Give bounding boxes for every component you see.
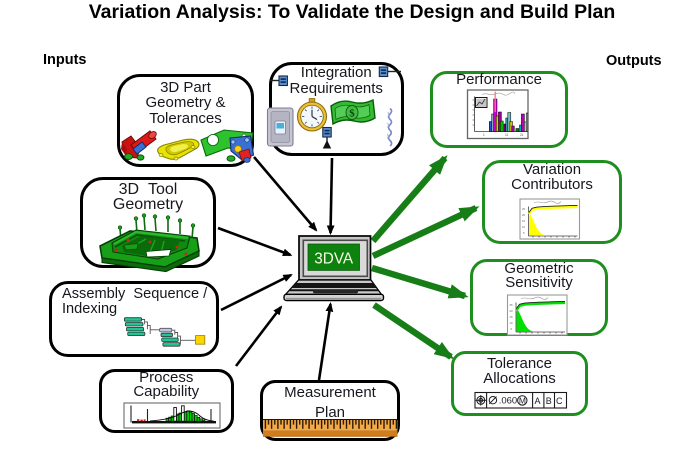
svg-text:C: C xyxy=(556,396,563,406)
svg-text:11: 11 xyxy=(505,133,509,137)
svg-text:15: 15 xyxy=(522,219,526,223)
svg-text:3DVA: 3DVA xyxy=(314,251,354,268)
svg-text:5: 5 xyxy=(511,327,513,331)
svg-text:15: 15 xyxy=(510,315,514,319)
svg-text:M: M xyxy=(519,396,526,406)
svg-text:1: 1 xyxy=(483,133,485,137)
svg-text:A: A xyxy=(535,396,541,406)
svg-text:10: 10 xyxy=(522,225,526,229)
svg-text:$: $ xyxy=(349,108,355,120)
svg-text:21: 21 xyxy=(520,133,524,137)
svg-text:25: 25 xyxy=(522,207,526,211)
svg-text:25: 25 xyxy=(510,303,514,307)
svg-text:10: 10 xyxy=(510,321,514,325)
svg-text:B: B xyxy=(546,396,552,406)
svg-text:20: 20 xyxy=(510,309,514,313)
svg-text:.060: .060 xyxy=(499,396,518,407)
svg-text:5: 5 xyxy=(523,231,525,235)
svg-text:20: 20 xyxy=(522,213,526,217)
